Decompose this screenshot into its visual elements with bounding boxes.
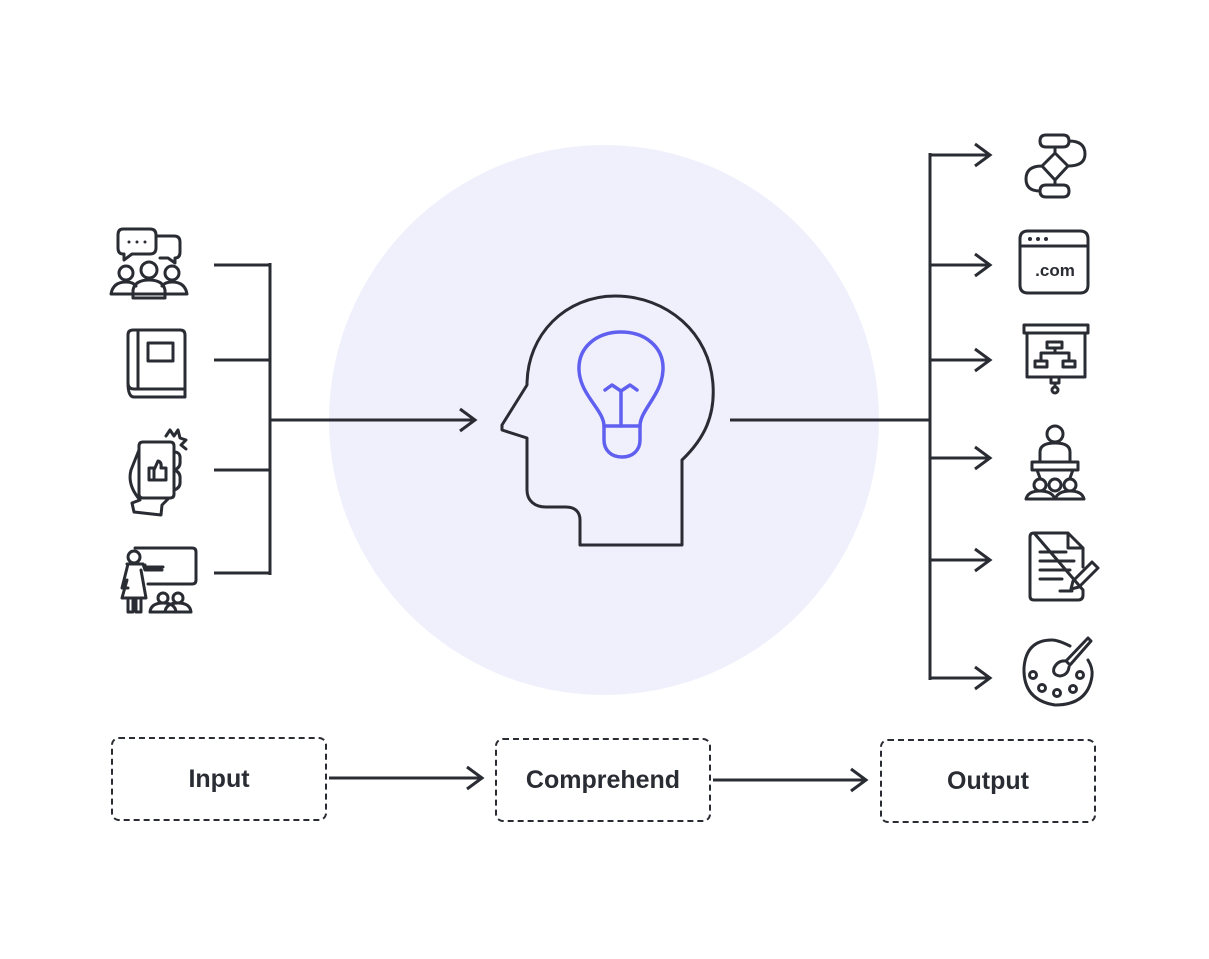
stage-output-box: Output [880,739,1096,823]
head-lightbulb-icon [500,294,715,547]
lightbulb-icon [577,330,665,459]
website-icon: .com [1018,229,1090,295]
input-connectors [214,263,478,575]
output-connectors [730,142,993,691]
flowchart-icon [1024,133,1087,199]
stage-output-label: Output [947,766,1029,795]
social-media-phone-icon [128,428,188,517]
stage-comprehend-label: Comprehend [525,765,681,794]
stage-input-label: Input [188,764,250,793]
teacher-class-icon [120,546,198,614]
stage-input-box: Input [111,737,327,821]
speaker-audience-icon [1024,424,1086,501]
art-palette-icon [1022,636,1094,707]
group-discussion-icon [109,227,189,300]
presentation-board-icon [1022,323,1090,395]
book-icon [126,328,187,399]
stage-arrows [329,765,869,793]
document-writing-icon [1028,531,1100,602]
website-icon-text: .com [1035,261,1075,280]
stage-comprehend-box: Comprehend [495,738,711,822]
